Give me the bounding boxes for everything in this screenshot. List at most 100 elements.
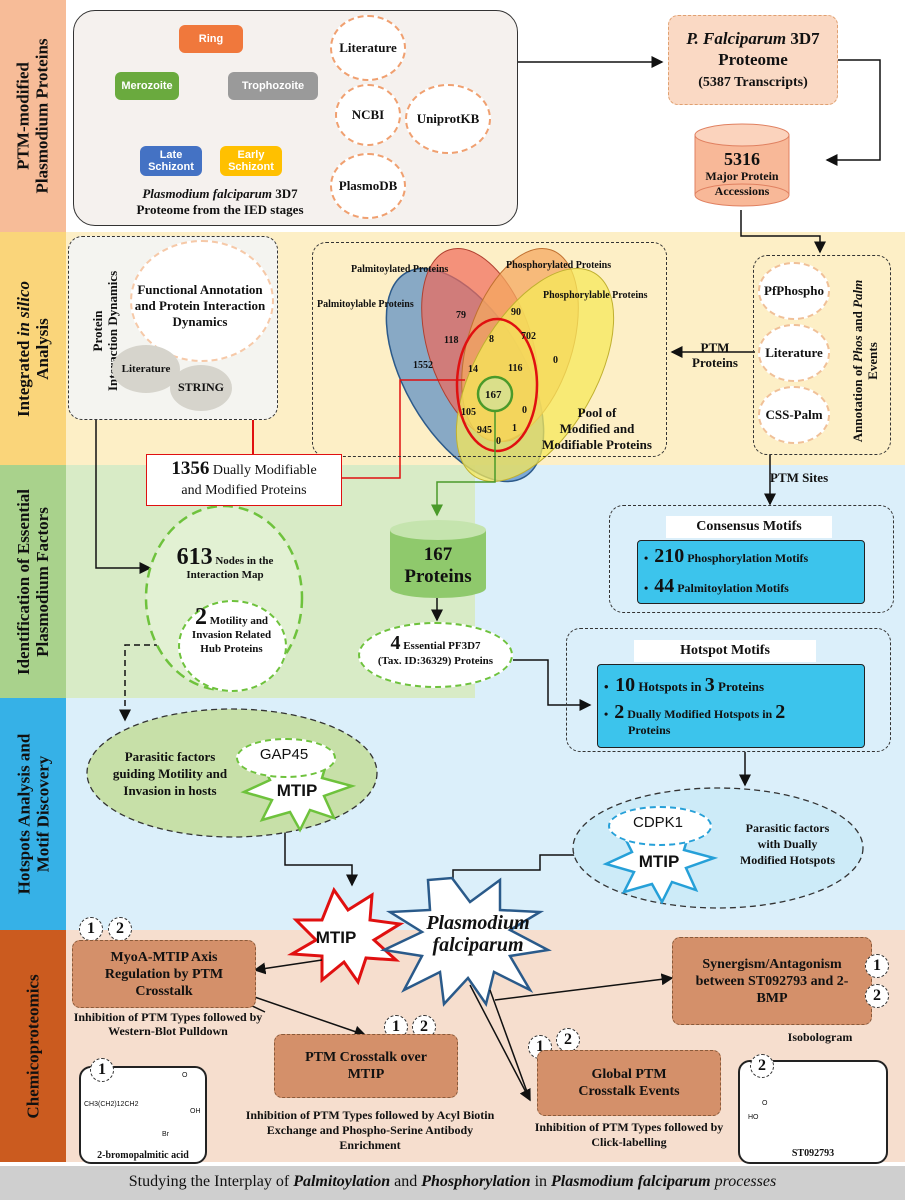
pf-center-2: falciparum <box>432 934 524 956</box>
hotspot-n3: 3 <box>704 674 715 696</box>
consensus-palm: • 44 Palmitoylation Motifs <box>644 575 789 597</box>
venn-panel <box>312 242 667 457</box>
annotation-literature-node: Literature <box>758 324 830 382</box>
consensus-phos-text: Phosphorylation Motifs <box>684 551 809 565</box>
mtip-star-red <box>287 886 405 986</box>
footer-caption: Studying the Interplay of Palmitoylation… <box>0 1166 905 1200</box>
synergy-num1: 1 <box>865 954 889 978</box>
global-sub: Inhibition of PTM Types followed by Clic… <box>534 1120 724 1149</box>
footer-g: processes <box>710 1173 777 1190</box>
stages-caption: Plasmodium falciparum 3D7 Proteome from … <box>100 186 340 218</box>
footer-c: and <box>390 1173 422 1190</box>
venn-diagram <box>385 248 615 483</box>
synergy-num2: 2 <box>865 984 889 1008</box>
stage-early-schizont: Early Schizont <box>220 146 282 176</box>
proteome-line3: (5387 Transcripts) <box>698 75 808 90</box>
venn-n116: 116 <box>508 363 523 374</box>
venn-n0c: 0 <box>496 436 501 447</box>
proteins167-label: 167 Proteins <box>390 544 486 588</box>
venn-n14: 14 <box>468 364 478 375</box>
interaction-cloud <box>130 240 274 362</box>
motility-line2: guiding Motility and <box>112 766 228 781</box>
proteins-cylinder <box>390 520 486 598</box>
venn-n105: 105 <box>461 407 476 418</box>
nodes-label: 613 Nodes in the Interaction Map <box>160 545 290 582</box>
stage-late-schizont: Late Schizont <box>140 146 202 176</box>
synergy-box: Synergism/Antagonism between ST092793 an… <box>672 937 872 1025</box>
hotspot-n2b: 2 <box>775 701 786 723</box>
myoa-sub: Inhibition of PTM Types followed by West… <box>73 1010 263 1038</box>
stages-caption-rest: 3D7 <box>272 186 298 201</box>
mtip-green-label: MTIP <box>276 781 318 800</box>
stage-merozoite: Merozoite <box>115 72 179 100</box>
proteins167-count: 167 <box>423 544 453 565</box>
venn-n118: 118 <box>444 335 459 346</box>
essential-label1: Essential PF3D7 <box>400 640 481 652</box>
nodes-label1: Nodes in the <box>212 555 274 567</box>
ptm-proteins-label: PTM Proteins <box>692 340 738 370</box>
venn-n167: 167 <box>485 389 502 401</box>
hotspot-proteins2: Proteins <box>628 723 671 737</box>
synergy-sub: Isobologram <box>787 1030 853 1044</box>
myoa-box: MyoA-MTIP Axis Regulation by PTM Crossta… <box>72 940 256 1008</box>
pfphospho-node: PfPhospho <box>758 262 830 320</box>
section-label-chemo: Chemicoproteomics <box>0 930 66 1162</box>
proteome-title-rest: 3D7 <box>786 29 820 48</box>
hubs-circle <box>178 600 287 692</box>
annot-d: Palm <box>850 279 865 308</box>
db-ncbi: NCBI <box>335 84 401 146</box>
gap45-label: GAP45 <box>259 746 309 763</box>
hotspot-box <box>597 664 865 748</box>
hotspot-n2: 2 <box>614 701 625 723</box>
mol1-chain: CH3(CH2)12CH2 <box>84 1101 139 1108</box>
footer-e: in <box>530 1173 552 1190</box>
venn-pool-caption: Pool of Modified and Modifiable Proteins <box>527 405 667 453</box>
dual-box: 1356 Dually Modifiable and Modified Prot… <box>146 454 342 506</box>
molecule1-num: 1 <box>90 1058 114 1082</box>
mol2-o: O <box>762 1100 768 1107</box>
pool-line1: Pool of <box>577 405 617 420</box>
footer-b: Palmitoylation <box>293 1173 391 1190</box>
dual-line2: and Modified Proteins <box>181 483 307 498</box>
dual-line1: Dually Modifiable <box>209 463 317 478</box>
stages-caption-italic: Plasmodium falciparum <box>142 186 272 201</box>
venn-n0a: 0 <box>553 355 558 366</box>
consensus-title: Consensus Motifs <box>666 516 832 538</box>
motility-line3: Invasion in hosts <box>123 783 217 798</box>
accessions-text: Major Protein Accessions <box>705 169 779 198</box>
proteome-title-italic: P. Falciparum <box>686 29 787 48</box>
myoa-num2: 2 <box>108 917 132 941</box>
mtip-blue-label: MTIP <box>638 852 680 871</box>
venn-n8: 8 <box>489 334 494 345</box>
venn-label-palmitoylated: Palmitoylated Proteins <box>351 264 449 275</box>
mol1-oh: OH <box>190 1108 201 1115</box>
section-label-hotspot: Hotspots Analysis and Motif Discovery <box>0 698 66 930</box>
mol1-br: Br <box>162 1131 169 1138</box>
consensus-box <box>637 540 865 604</box>
hubs-label2: Invasion Related <box>191 629 272 641</box>
interaction-title: Functional Annotation and Protein Intera… <box>134 282 266 329</box>
literature-cloud <box>112 345 180 393</box>
venn-n945: 945 <box>477 425 492 436</box>
mtip-center-label: MTIP <box>315 928 357 947</box>
pool-line3: Modifiable Proteins <box>542 437 652 452</box>
annot-e: Events <box>865 342 880 380</box>
venn-n702: 702 <box>521 331 536 342</box>
mol1-o: O <box>182 1072 188 1079</box>
pf-center-1: Plasmodium <box>426 912 530 934</box>
hotspot-line1: • 10 Hotspots in 3 Proteins <box>604 674 765 696</box>
footer-f: Plasmodium falciparum <box>551 1173 711 1190</box>
consensus-n44: 44 <box>654 575 675 597</box>
ptm-sites-label: PTM Sites <box>770 470 829 485</box>
stage-trophozoite: Trophozoite <box>228 72 318 100</box>
crosstalk-box: PTM Crosstalk over MTIP <box>274 1034 458 1098</box>
myoa-num1: 1 <box>79 917 103 941</box>
consensus-phos: • 210 Phosphorylation Motifs <box>644 545 809 567</box>
hotspot-dual: Dually Modified Hotspots in <box>624 707 776 721</box>
db-literature: Literature <box>330 15 406 81</box>
dually-line1: Parasitic factors <box>745 821 830 835</box>
molecule1-box <box>79 1066 207 1164</box>
accessions-label: 5316 Major Protein Accessions <box>695 150 789 199</box>
proteins167-text: Proteins <box>404 566 472 587</box>
